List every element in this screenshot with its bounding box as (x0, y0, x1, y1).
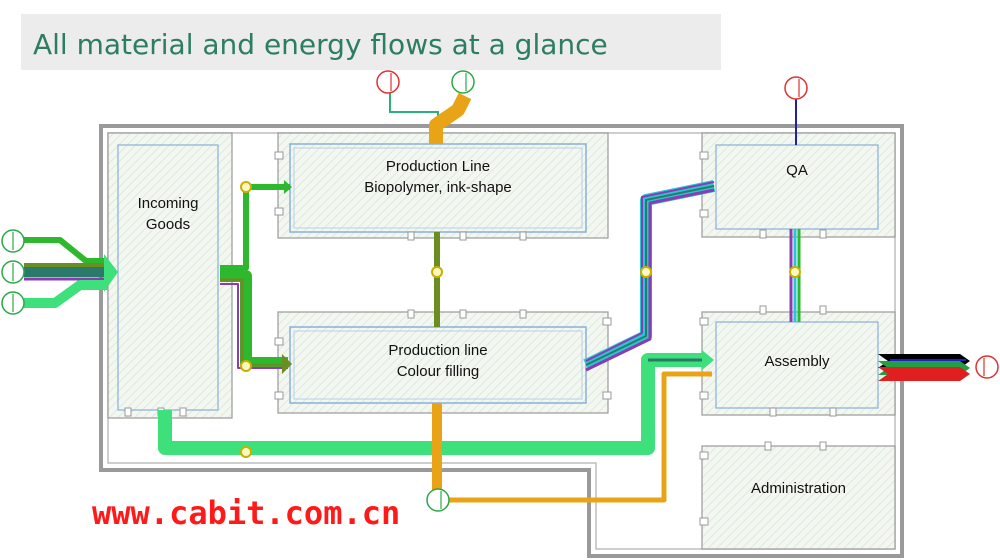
page-title: All material and energy flows at a glanc… (33, 28, 608, 61)
flow-arrowhead-assembly (702, 350, 714, 370)
label-administration: Administration (750, 480, 847, 497)
watermark-text: www.cabit.com.cn (92, 494, 401, 532)
label-production-line-2-line2: Colour filling (396, 363, 480, 380)
flow-arrowhead-pl1 (284, 180, 292, 194)
title-bar (21, 14, 721, 70)
endpoint-circles (1, 70, 999, 512)
connector-markers (240, 181, 801, 458)
label-production-line-1-line2: Biopolymer, ink-shape (364, 179, 512, 196)
machine-production-line-1-inner (293, 147, 583, 229)
flow-arrowhead-pl2 (282, 354, 292, 374)
flow-incoming-to-pl1 (220, 184, 290, 271)
input-flows-left (24, 237, 108, 308)
label-production-line-1: Production Line Biopolymer, ink-shape (290, 156, 586, 198)
label-assembly: Assembly (764, 353, 830, 370)
label-incoming-goods-line2: Goods (145, 216, 191, 233)
machine-assembly (715, 321, 879, 409)
label-qa: QA (786, 162, 808, 179)
room-production-line-1 (277, 132, 609, 239)
label-production-line-1-line1: Production Line (385, 158, 491, 175)
flow-incoming-to-pl2 (220, 270, 288, 369)
room-qa (701, 132, 896, 238)
input-arrowhead (104, 254, 118, 292)
label-production-line-2-line1: Production line (388, 342, 488, 359)
endpoint-ticks (12, 73, 985, 509)
machine-production-line-2-inner (293, 330, 583, 400)
label-incoming-goods-line1: Incoming (137, 195, 199, 212)
label-production-line-2: Production line Colour filling (290, 340, 586, 382)
room-administration (701, 445, 896, 550)
room-production-line-2 (277, 311, 609, 414)
room-incoming-goods (107, 132, 233, 419)
energy-line-top-orange (429, 92, 472, 144)
label-incoming-goods: Incoming Goods (118, 193, 218, 235)
output-flows-right (878, 354, 970, 381)
